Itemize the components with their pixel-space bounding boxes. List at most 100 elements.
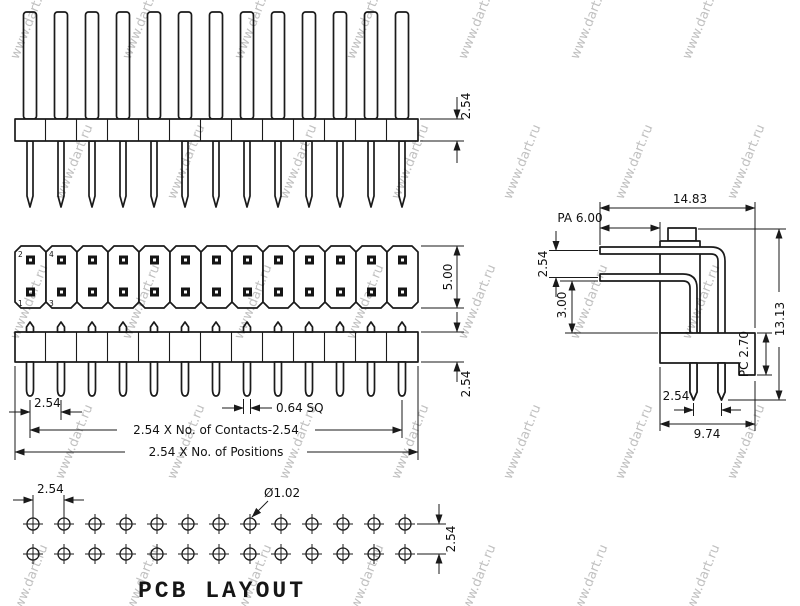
watermark-text: www.dart.ru xyxy=(165,402,209,481)
dim-pin-square: 0.64 SQ xyxy=(222,399,324,415)
pin-top xyxy=(177,11,193,120)
watermark-text: www.dart.ru xyxy=(456,542,500,606)
strip-divisions xyxy=(44,332,388,362)
pin-tail xyxy=(304,361,314,397)
contact-hole xyxy=(339,258,342,262)
contact-hole xyxy=(246,258,249,262)
pcb-holes xyxy=(23,514,415,564)
contact-hole xyxy=(122,290,125,294)
contact-hole xyxy=(60,290,63,294)
insulator-cell xyxy=(386,245,419,309)
contact-hole xyxy=(91,258,94,262)
dim-label: Ø1.02 xyxy=(264,486,300,500)
contact-hole xyxy=(308,258,311,262)
watermark-text: www.dart.ru xyxy=(613,402,657,481)
pin-tail xyxy=(717,362,726,401)
body-cap xyxy=(667,227,697,242)
insulator-cell xyxy=(169,245,202,309)
watermark-text: www.dart.ru xyxy=(389,402,433,481)
dim-label: 2.54 X No. of Positions xyxy=(149,445,284,459)
pin-bottom xyxy=(212,140,220,208)
pin-tail xyxy=(335,361,345,397)
dim-overall-width: 14.83 xyxy=(599,192,756,328)
contact-hole xyxy=(29,258,32,262)
pin-tail xyxy=(689,362,698,401)
dim-label: PC 2.70 xyxy=(737,331,751,377)
pin-tail xyxy=(56,361,66,397)
watermark-text: www.dart.ru xyxy=(725,402,769,481)
dim-label: 3.00 xyxy=(555,292,569,319)
pin-tail xyxy=(397,361,407,397)
insulator-cell xyxy=(262,245,295,309)
contact-hole xyxy=(246,290,249,294)
pin-tail xyxy=(366,361,376,397)
contact-hole xyxy=(60,258,63,262)
dim-label: 5.00 xyxy=(441,264,455,291)
dim-label: 2.54 xyxy=(663,389,690,403)
pin-tip-top xyxy=(304,321,314,333)
pin-bottom xyxy=(119,140,127,208)
contact-hole xyxy=(277,290,280,294)
insulator-cell xyxy=(138,245,171,309)
contact-hole xyxy=(215,290,218,294)
pin-bottom xyxy=(88,140,96,208)
pin-top xyxy=(301,11,317,120)
watermark-text: www.dart.ru xyxy=(680,542,724,606)
pin-top xyxy=(208,11,224,120)
watermark-text: www.dart.ru xyxy=(344,542,388,606)
top-view-cells xyxy=(14,245,419,309)
strip-pins xyxy=(25,321,407,397)
contact-hole xyxy=(184,258,187,262)
dim-overall-height: 13.13 xyxy=(698,228,787,401)
insulator-cell xyxy=(200,245,233,309)
dim-label: 2.54 xyxy=(37,482,64,496)
contact-hole xyxy=(91,290,94,294)
insulator-cell xyxy=(14,245,47,309)
pin-bottom xyxy=(367,140,375,208)
pin-tip-top xyxy=(335,321,345,333)
pin-tail xyxy=(273,361,283,397)
contact-hole xyxy=(308,290,311,294)
watermark-text: www.dart.ru xyxy=(456,0,500,61)
pin-top xyxy=(53,11,69,120)
insulator-cell xyxy=(355,245,388,309)
dim-label: 2.54 xyxy=(444,526,458,553)
pin-number-4: 4 xyxy=(49,250,54,259)
dim-pcb-row-spacing: 2.54 xyxy=(417,504,458,574)
contact-hole xyxy=(370,258,373,262)
pin-tail xyxy=(149,361,159,397)
spacer xyxy=(659,332,756,376)
pin-tail xyxy=(180,361,190,397)
pcb-layout-view: 2.54 Ø1.02 2.54 PCB LAYOUT xyxy=(13,482,458,604)
dim-top-depth: 5.00 xyxy=(421,245,464,309)
insulator-cell xyxy=(76,245,109,309)
pin-top xyxy=(332,11,348,120)
watermark-text: www.dart.ru xyxy=(53,402,97,481)
dim-label: 2.54 xyxy=(34,396,61,410)
dim-row-spacing: 2.54 xyxy=(536,231,598,297)
dim-label: 2.54 xyxy=(536,251,550,278)
insulator-cell xyxy=(231,245,264,309)
watermark-text: www.dart.ru xyxy=(680,0,724,61)
leader-line xyxy=(251,500,269,518)
dim-label: 2.54 X No. of Contacts-2.54 xyxy=(133,423,299,437)
dim-label: 0.64 SQ xyxy=(276,401,324,415)
dim-pin-protrusion: PA 6.00 xyxy=(557,211,661,240)
pin-tip-top xyxy=(366,321,376,333)
pin-number-2: 2 xyxy=(18,250,23,259)
pin-top xyxy=(84,11,100,120)
contact-hole xyxy=(122,258,125,262)
watermark-text: www.dart.ru xyxy=(568,262,612,341)
pin-tip-top xyxy=(242,321,252,333)
dim-hole-diameter: Ø1.02 xyxy=(251,486,300,518)
side-view: 14.83 PA 6.00 2.54 3.00 PC 2.70 xyxy=(536,192,787,441)
contact-hole xyxy=(29,290,32,294)
insulator-cell xyxy=(324,245,357,309)
pin-tip-top xyxy=(87,321,97,333)
insulator-cell xyxy=(45,245,78,309)
dim-label: PA 6.00 xyxy=(557,211,602,225)
contact-hole xyxy=(339,290,342,294)
dim-contacts-span: 2.54 X No. of Contacts-2.54 xyxy=(29,400,403,438)
